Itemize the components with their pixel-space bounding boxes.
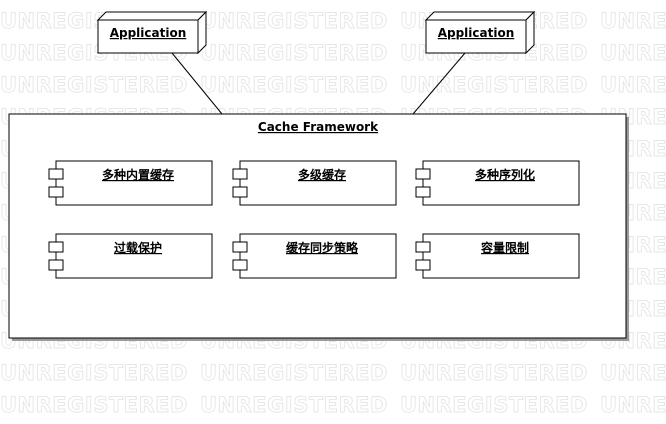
component[interactable]: 过载保护 — [48, 233, 213, 279]
component-tab-icon — [232, 168, 248, 180]
node-side-face — [525, 10, 535, 55]
component-tab-icon — [48, 186, 64, 198]
node-front-face — [97, 19, 199, 54]
application-node-right[interactable]: Application — [424, 10, 536, 55]
connector-right — [412, 52, 466, 115]
node-side-face — [197, 10, 207, 55]
frame-box — [8, 113, 627, 339]
component[interactable]: 缓存同步策略 — [232, 233, 397, 279]
node-top-face — [96, 11, 208, 21]
component-tab-icon — [415, 168, 431, 180]
node-top-face — [424, 11, 536, 21]
component-tab-icon — [48, 168, 64, 180]
component-label: 容量限制 — [480, 240, 529, 255]
component-tab-icon — [232, 186, 248, 198]
node-label: Application — [110, 26, 187, 40]
component-body — [55, 160, 213, 206]
node-front-face — [425, 19, 527, 54]
component-tab-icon — [232, 259, 248, 271]
component-label: 缓存同步策略 — [286, 240, 359, 255]
connector-left — [171, 52, 223, 115]
component-tab-icon — [415, 259, 431, 271]
component-label: 过载保护 — [114, 240, 162, 255]
component-body — [422, 160, 580, 206]
component-label: 多种内置缓存 — [102, 167, 174, 182]
component-label: 多级缓存 — [298, 167, 346, 182]
component-tab-icon — [415, 186, 431, 198]
component-tab-icon — [48, 259, 64, 271]
component[interactable]: 多级缓存 — [232, 160, 397, 206]
component-tab-icon — [48, 241, 64, 253]
component-body — [55, 233, 213, 279]
frame-label: Cache Framework — [258, 120, 379, 134]
application-node-left[interactable]: Application — [96, 10, 208, 55]
component-tab-icon — [232, 241, 248, 253]
component-body — [422, 233, 580, 279]
component-body — [239, 160, 397, 206]
component[interactable]: 多种序列化 — [415, 160, 580, 206]
component-body — [239, 233, 397, 279]
component[interactable]: 多种内置缓存 — [48, 160, 213, 206]
cache-framework-frame[interactable]: Cache Framework — [8, 113, 629, 341]
component[interactable]: 容量限制 — [415, 233, 580, 279]
node-label: Application — [438, 26, 515, 40]
component-label: 多种序列化 — [475, 167, 535, 182]
component-tab-icon — [415, 241, 431, 253]
